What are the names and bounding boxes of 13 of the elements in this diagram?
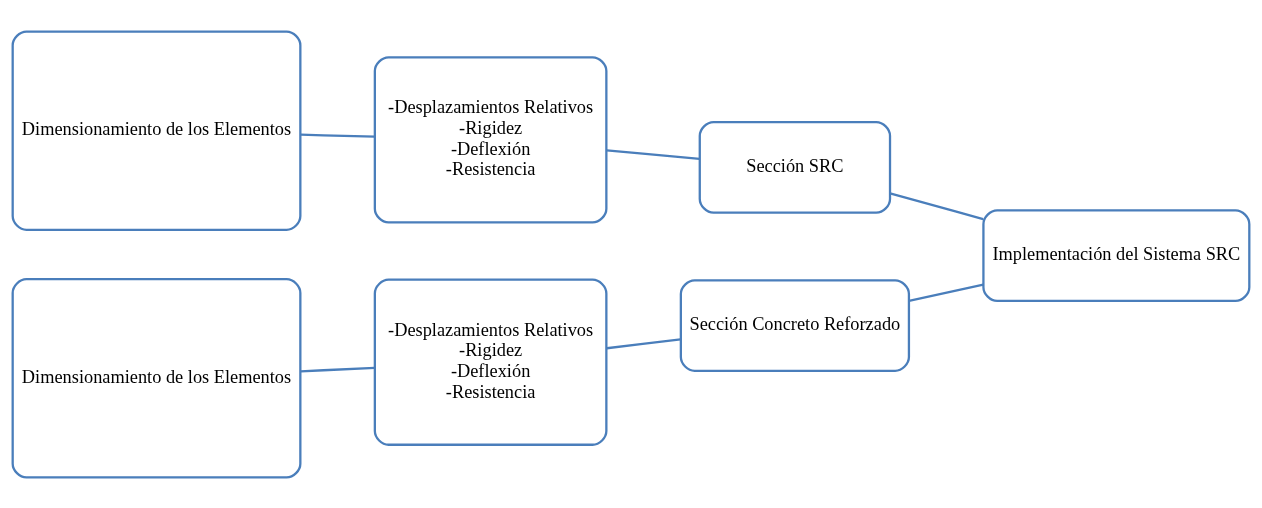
connector xyxy=(606,337,681,349)
node-box: -Desplazamientos Relativos -Rigidez -Deflexión -Resistencia xyxy=(373,55,608,224)
connector xyxy=(889,191,984,220)
node-box: Dimensionamiento de los Elementos xyxy=(11,29,302,231)
connector xyxy=(300,366,375,372)
connector xyxy=(606,148,700,160)
node-box: Sección SRC xyxy=(698,120,892,214)
node-box: -Desplazamientos Relativos -Rigidez -Deflexión -Resistencia xyxy=(373,278,608,446)
node-box: Sección Concreto Reforzado xyxy=(679,278,911,372)
connector xyxy=(908,282,984,302)
node-box: Dimensionamiento de los Elementos xyxy=(11,277,302,479)
connector xyxy=(300,133,375,138)
node-box: Implementación del Sistema SRC xyxy=(982,208,1251,302)
